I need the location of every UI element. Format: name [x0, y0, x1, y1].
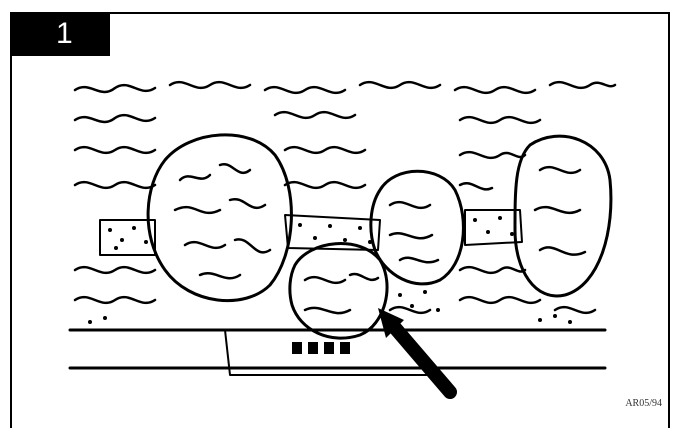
cushion-blob-center-right — [371, 171, 464, 284]
speckled-band-left — [100, 220, 155, 255]
cushion-blob-center — [290, 244, 387, 339]
pointer-arrow — [378, 308, 450, 392]
fabric-texture-bottom — [75, 267, 595, 313]
cushion-blob-right — [515, 136, 611, 296]
seat-illustration — [60, 70, 620, 400]
frame-left-border — [10, 12, 12, 428]
figure-code: AR05/94 — [625, 398, 662, 409]
speckled-band-right — [465, 210, 522, 245]
step-number-badge: 1 — [10, 12, 110, 56]
rollers — [292, 342, 350, 354]
frame-right-border — [668, 12, 670, 428]
